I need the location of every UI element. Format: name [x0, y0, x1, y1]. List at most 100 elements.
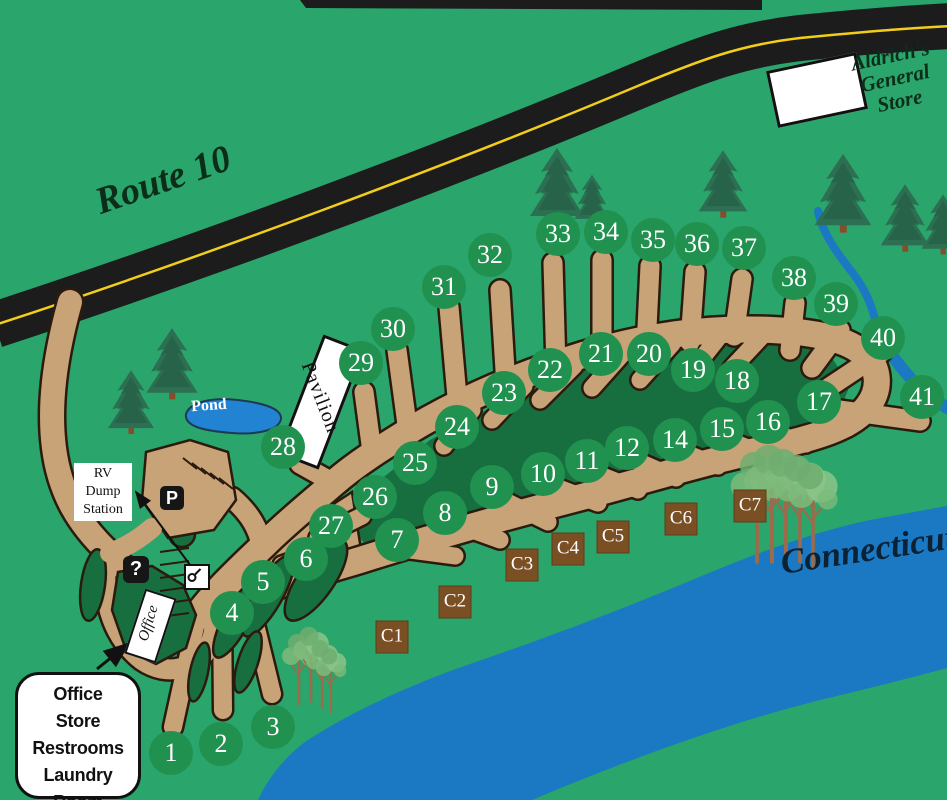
- site-marker: 22: [528, 348, 572, 392]
- cabin-label: C3: [510, 553, 534, 575]
- site-marker: 10: [521, 452, 565, 496]
- site-number: 16: [755, 407, 781, 436]
- cabin-marker: C4: [551, 532, 585, 566]
- rv-line3: Station: [83, 502, 123, 517]
- site-marker: 40: [861, 316, 905, 360]
- site-number: 23: [491, 378, 517, 407]
- cabin-marker: C7: [733, 489, 767, 523]
- site-number: 33: [545, 219, 571, 248]
- site-number: 14: [662, 425, 688, 454]
- cabin-label: C2: [443, 590, 467, 612]
- cabin-marker: C3: [505, 548, 539, 582]
- site-marker: 29: [339, 341, 383, 385]
- site-number: 40: [870, 323, 896, 352]
- site-number: 8: [438, 498, 452, 527]
- dump-station-icon: [184, 564, 210, 590]
- site-number: 18: [724, 366, 750, 395]
- rv-dump-arrow: [134, 490, 197, 574]
- site-marker: 33: [536, 212, 580, 256]
- cabin-marker: C6: [664, 502, 698, 536]
- site-number: 9: [485, 472, 499, 501]
- cabin-marker: C1: [375, 620, 409, 654]
- site-number: 39: [823, 289, 849, 318]
- site-number: 1: [164, 738, 178, 767]
- site-marker: 27: [309, 504, 353, 548]
- site-marker: 9: [470, 465, 514, 509]
- site-number: 19: [680, 355, 706, 384]
- site-marker: 34: [584, 210, 628, 254]
- site-number: 29: [348, 348, 374, 377]
- site-marker: 39: [814, 282, 858, 326]
- info-line1: Office: [53, 684, 103, 704]
- site-number: 3: [266, 712, 280, 741]
- site-number: 17: [806, 387, 832, 416]
- route-10-centerline: [0, 25, 947, 325]
- site-marker: 36: [675, 222, 719, 266]
- site-marker: 38: [772, 256, 816, 300]
- site-marker: 14: [653, 418, 697, 462]
- pond: [184, 398, 282, 435]
- site-marker: 1: [149, 731, 193, 775]
- site-marker: 2: [199, 722, 243, 766]
- site-number: 26: [362, 482, 388, 511]
- site-number: 35: [640, 225, 666, 254]
- site-marker: 24: [435, 405, 479, 449]
- cabin-label: C6: [669, 507, 693, 529]
- dump-station-glyph: [187, 568, 202, 582]
- site-number: 37: [731, 233, 757, 262]
- site-number: 21: [588, 339, 614, 368]
- site-marker: 18: [715, 359, 759, 403]
- parking-sign: P: [160, 486, 184, 510]
- site-number: 24: [444, 412, 470, 441]
- site-number: 4: [225, 598, 239, 627]
- site-marker: 30: [371, 307, 415, 351]
- site-number: 20: [636, 339, 662, 368]
- office-services-callout: Office Store Restrooms Laundry Room: [15, 672, 141, 800]
- site-marker: 8: [423, 491, 467, 535]
- site-marker: 23: [482, 371, 526, 415]
- cabin-label: C5: [601, 525, 625, 547]
- site-marker: 19: [671, 348, 715, 392]
- site-marker: 31: [422, 265, 466, 309]
- site-number: 15: [709, 414, 735, 443]
- site-number: 36: [684, 229, 710, 258]
- parking-stripes: [159, 457, 234, 618]
- site-marker: 5: [241, 560, 285, 604]
- site-marker: 15: [700, 407, 744, 451]
- site-marker: 11: [565, 439, 609, 483]
- site-marker: 16: [746, 400, 790, 444]
- route-10-top-strip: [300, 0, 762, 10]
- site-number: 6: [299, 544, 313, 573]
- site-number: 22: [537, 355, 563, 384]
- site-marker: 3: [251, 705, 295, 749]
- site-marker: 21: [579, 332, 623, 376]
- information-sign: ?: [123, 556, 149, 583]
- site-number: 5: [256, 567, 270, 596]
- site-marker: 41: [900, 375, 944, 419]
- info-line2: Store: [55, 711, 101, 731]
- site-marker: 4: [210, 591, 254, 635]
- cabin-label: C1: [380, 625, 404, 647]
- site-number: 41: [909, 382, 935, 411]
- site-number: 11: [574, 446, 600, 475]
- site-number: 30: [380, 314, 406, 343]
- site-number: 10: [530, 459, 556, 488]
- site-marker: 28: [261, 425, 305, 469]
- site-marker: 25: [393, 441, 437, 485]
- site-marker: 7: [375, 518, 419, 562]
- site-number: 34: [593, 217, 619, 246]
- site-number: 28: [270, 432, 296, 461]
- site-marker: 37: [722, 226, 766, 270]
- site-number: 25: [402, 448, 428, 477]
- site-marker: 26: [353, 475, 397, 519]
- connecticut-river: [258, 506, 947, 800]
- site-marker: 35: [631, 218, 675, 262]
- parking-lot-connector: [100, 518, 162, 563]
- site-number: 7: [390, 525, 404, 554]
- site-marker: 32: [468, 233, 512, 277]
- site-marker: 20: [627, 332, 671, 376]
- site-number: 27: [318, 511, 344, 540]
- rv-line2: Dump: [85, 484, 121, 499]
- site-marker: 12: [605, 426, 649, 470]
